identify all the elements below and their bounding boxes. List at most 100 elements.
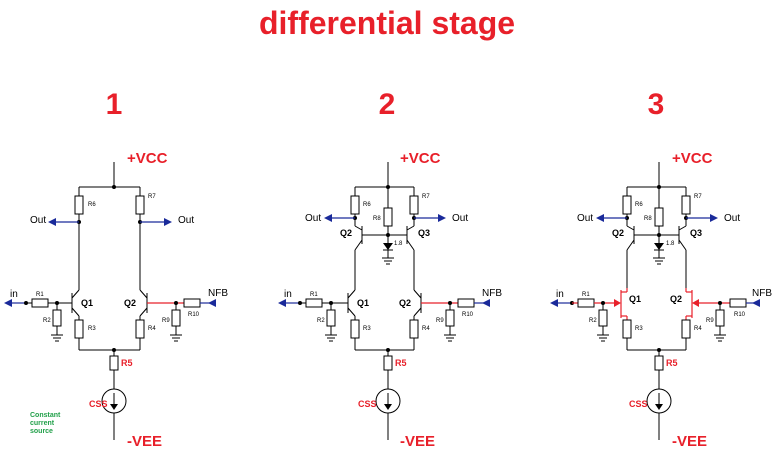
- resistor-r2: [598, 309, 608, 327]
- resistor-r6: [350, 195, 360, 215]
- out-right-arrow-icon: [438, 214, 446, 222]
- label-r8: R8: [373, 216, 381, 222]
- resistor-r3: [74, 319, 84, 339]
- nfb-label: NFB: [208, 288, 228, 299]
- out-left-arrow-icon: [324, 214, 332, 222]
- label-q3: Q3: [418, 228, 430, 238]
- note-line-1: Constant: [30, 412, 61, 419]
- resistor-r10: [457, 298, 475, 308]
- variant-2: 2 +VCC -VEE R6 R7 R8 Out Out Q2 Q3: [278, 88, 502, 450]
- in-label: in: [10, 289, 18, 300]
- out-right-label: Out: [178, 215, 194, 226]
- resistor-r3: [350, 319, 360, 339]
- label-r1: R1: [36, 292, 44, 298]
- label-r6: R6: [363, 202, 371, 208]
- label-q1: Q1: [629, 294, 641, 304]
- label-r4: R4: [422, 326, 430, 332]
- label-r1: R1: [310, 292, 318, 298]
- vee-label: -VEE: [127, 433, 162, 450]
- out-left-label: Out: [30, 215, 46, 226]
- vee-label: -VEE: [672, 433, 707, 450]
- label-q2: Q2: [124, 298, 136, 308]
- label-r5: R5: [395, 358, 407, 368]
- input-arrow-icon: [4, 299, 12, 307]
- variant-number: 2: [379, 88, 396, 121]
- label-r9: R9: [706, 318, 714, 324]
- out-left-label: Out: [305, 213, 321, 224]
- label-r5: R5: [666, 358, 678, 368]
- resistor-r4: [681, 319, 691, 339]
- resistor-r5: [109, 355, 119, 371]
- input-arrow-icon: [278, 299, 286, 307]
- label-q1: Q1: [357, 298, 369, 308]
- variant-number: 1: [106, 88, 123, 121]
- label-r4: R4: [694, 326, 702, 332]
- resistor-r6: [622, 195, 632, 215]
- label-r3: R3: [88, 326, 96, 332]
- zener-icon: [383, 243, 393, 250]
- label-r10: R10: [188, 312, 200, 318]
- resistor-r10: [729, 298, 747, 308]
- resistor-r2: [52, 309, 62, 327]
- nfb-label: NFB: [482, 288, 502, 299]
- label-zener: 1.8: [394, 241, 403, 247]
- label-r5: R5: [121, 358, 133, 368]
- label-css: CSS: [358, 399, 377, 409]
- label-r3: R3: [363, 326, 371, 332]
- in-label: in: [556, 289, 564, 300]
- variant-number: 3: [648, 88, 665, 121]
- label-r6: R6: [88, 202, 96, 208]
- label-q2: Q2: [399, 298, 411, 308]
- label-r8: R8: [644, 216, 652, 222]
- out-left-arrow-icon: [596, 214, 604, 222]
- label-r10: R10: [462, 312, 474, 318]
- label-r6: R6: [635, 202, 643, 208]
- note-line-3: source: [30, 428, 53, 435]
- resistor-r9: [445, 309, 455, 327]
- resistor-r10: [183, 298, 201, 308]
- label-r9: R9: [162, 318, 170, 324]
- label-zener: 1.8: [666, 241, 675, 247]
- resistor-r1: [305, 298, 323, 308]
- resistor-r1: [31, 298, 49, 308]
- resistor-r9: [171, 309, 181, 327]
- label-r7: R7: [422, 194, 430, 200]
- resistor-r4: [409, 319, 419, 339]
- label-r2: R2: [589, 318, 597, 324]
- out-left-label: Out: [577, 213, 593, 224]
- label-q2-top: Q2: [612, 228, 624, 238]
- resistor-r4: [135, 319, 145, 339]
- nfb-arrow-icon: [482, 299, 490, 307]
- resistor-r7: [681, 195, 691, 215]
- out-left-arrow-icon: [48, 218, 56, 226]
- nfb-arrow-icon: [208, 299, 216, 307]
- in-label: in: [284, 289, 292, 300]
- resistor-r5: [383, 355, 393, 371]
- out-right-label: Out: [724, 213, 740, 224]
- resistor-r7: [409, 195, 419, 215]
- label-q2: Q2: [670, 294, 682, 304]
- label-r7: R7: [148, 194, 156, 200]
- out-right-arrow-icon: [710, 214, 718, 222]
- zener-icon: [654, 243, 664, 250]
- resistor-r7: [135, 195, 145, 215]
- label-q3: Q3: [690, 228, 702, 238]
- out-right-arrow-icon: [164, 218, 172, 226]
- nfb-arrow-icon: [752, 299, 760, 307]
- label-css: CSS: [629, 399, 648, 409]
- vcc-label: +VCC: [127, 150, 168, 167]
- vcc-label: +VCC: [400, 150, 441, 167]
- label-r3: R3: [635, 326, 643, 332]
- label-r7: R7: [694, 194, 702, 200]
- resistor-r1: [577, 298, 595, 308]
- nfb-label: NFB: [752, 288, 772, 299]
- label-q2-top: Q2: [340, 228, 352, 238]
- label-r2: R2: [43, 318, 51, 324]
- vee-label: -VEE: [400, 433, 435, 450]
- label-r1: R1: [582, 292, 590, 298]
- label-r10: R10: [734, 312, 746, 318]
- variant-1: 1 +VCC -VEE R6 R7 Out Out Q1 Q2: [4, 88, 228, 450]
- label-r2: R2: [317, 318, 325, 324]
